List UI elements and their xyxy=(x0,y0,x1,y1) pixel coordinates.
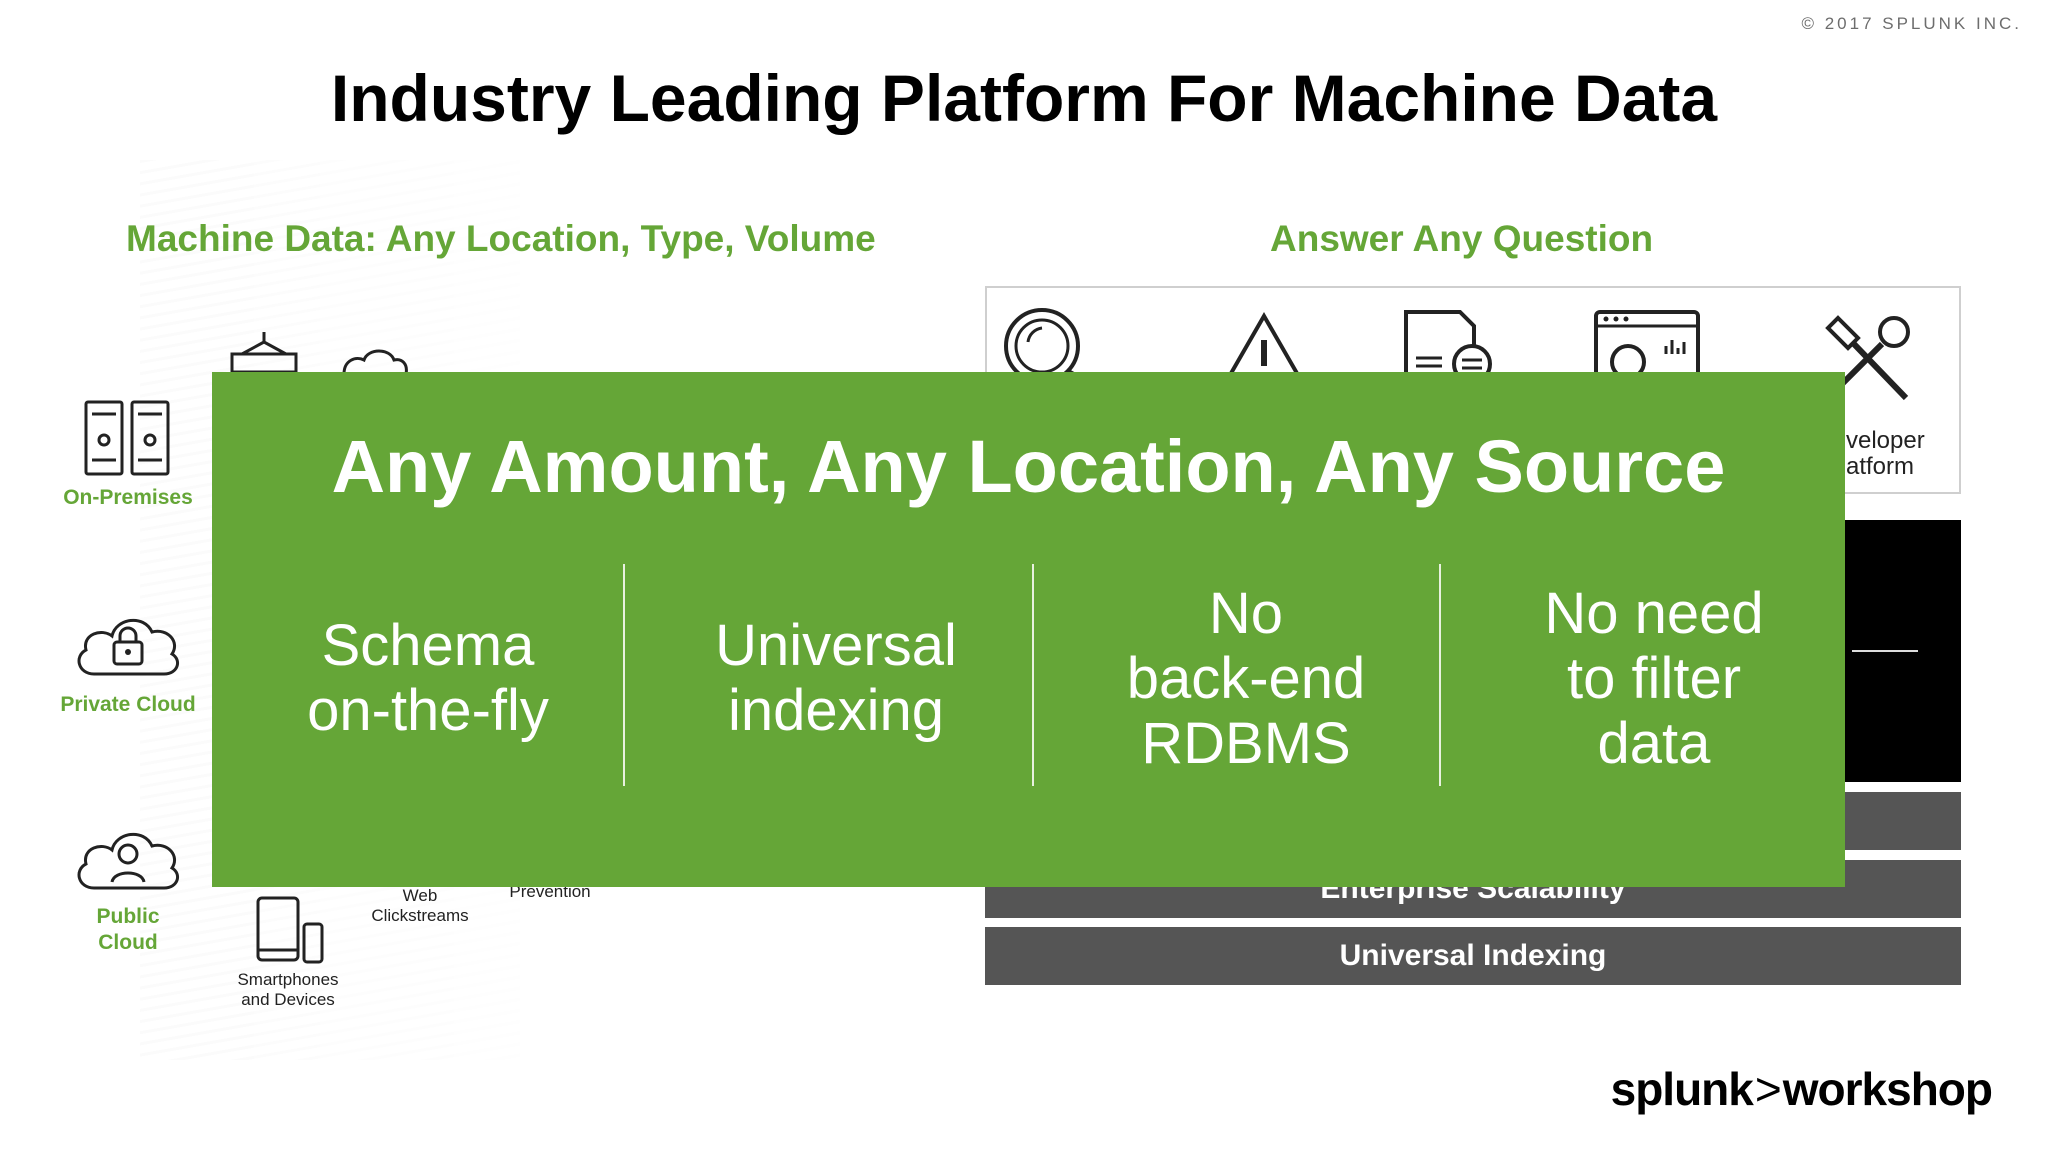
source-label-web-clickstreams: Web Clickstreams xyxy=(371,886,469,925)
dashboard-icon xyxy=(1594,310,1700,382)
alert-icon xyxy=(1224,312,1304,382)
location-label-private-cloud: Private Cloud xyxy=(60,693,196,716)
source-label-smartphones: Smartphones and Devices xyxy=(237,970,339,1009)
overlay-point-schema: Schema on-the-fly xyxy=(307,613,549,743)
logo-workshop-text: workshop xyxy=(1782,1063,1993,1115)
cloud-lock-icon xyxy=(72,612,184,678)
cloud-icon xyxy=(340,348,410,374)
splunk-workshop-logo: splunk>workshop xyxy=(1610,1062,1993,1116)
location-label-public-cloud: Public Cloud xyxy=(96,905,160,954)
devices-icon xyxy=(256,896,326,966)
overlay-title: Any Amount, Any Location, Any Source xyxy=(331,425,1726,508)
location-label-on-premises: On-Premises xyxy=(63,486,193,509)
overlay-point-indexing: Universal indexing xyxy=(715,613,957,743)
developer-platform-label: veloper atform xyxy=(1846,427,1925,480)
cloud-user-icon xyxy=(72,826,184,892)
overlay-card: Any Amount, Any Location, Any Source Sch… xyxy=(212,372,1845,887)
left-panel-heading: Machine Data: Any Location, Type, Volume xyxy=(126,218,876,259)
copyright-notice: © 2017 SPLUNK INC. xyxy=(1801,14,2022,33)
container-icon xyxy=(228,330,300,374)
logo-chevron-icon: > xyxy=(1754,1063,1782,1115)
overlay-divider xyxy=(1032,564,1034,786)
right-panel-heading: Answer Any Question xyxy=(1270,218,1654,259)
platform-divider xyxy=(1852,650,1918,652)
overlay-divider xyxy=(623,564,625,786)
universal-indexing-bar: Universal Indexing xyxy=(985,927,1961,985)
logo-splunk-text: splunk xyxy=(1610,1063,1754,1115)
overlay-divider xyxy=(1439,564,1441,786)
report-icon xyxy=(1402,308,1502,378)
server-icon xyxy=(84,400,170,476)
slide-title: Industry Leading Platform For Machine Da… xyxy=(330,61,1718,135)
overlay-point-filter: No need to filter data xyxy=(1544,580,1764,776)
overlay-point-rdbms: No back-end RDBMS xyxy=(1126,580,1366,776)
